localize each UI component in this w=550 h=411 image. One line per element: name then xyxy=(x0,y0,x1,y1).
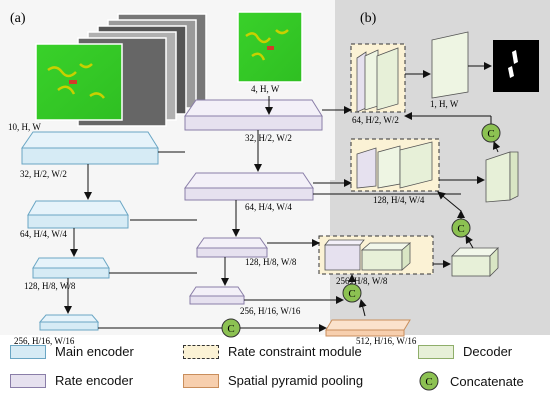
legend-item-rate-constraint: Rate constraint module xyxy=(183,344,362,359)
legend-swatch-main-encoder xyxy=(10,344,46,359)
input-stack-label: 10, H, W xyxy=(8,122,41,132)
single-input-label: 4, H, W xyxy=(251,84,280,94)
legend-label-main-encoder: Main encoder xyxy=(55,344,134,359)
legend-item-spp: Spatial pyramid pooling xyxy=(183,373,363,388)
hotspot-marker xyxy=(69,80,77,84)
panel-b-label: (b) xyxy=(360,11,377,26)
spp-label: 512, H/16, W/16 xyxy=(356,336,417,346)
decoder-block-low xyxy=(451,247,499,277)
panel-a-label: (a) xyxy=(10,11,26,26)
legend-item-main-encoder: Main encoder xyxy=(10,344,134,359)
decoder-label-1: 256, H/8, W/8 xyxy=(336,276,388,286)
legend-item-rate-encoder: Rate encoder xyxy=(10,373,133,388)
rcm2-layers xyxy=(356,141,433,189)
rate-encoder-label-1: 32, H/2, W/2 xyxy=(245,133,292,143)
legend-label-decoder: Decoder xyxy=(463,344,513,359)
single-input-image xyxy=(237,11,303,83)
legend-swatch-decoder xyxy=(418,344,454,359)
rcm1-layers xyxy=(356,47,399,113)
rate-encoder-label-4: 256, H/16, W/16 xyxy=(240,306,301,316)
concat-glyph-4: C xyxy=(227,323,234,335)
concat-glyph-2: C xyxy=(457,223,464,235)
main-encoder-block-1 xyxy=(21,131,159,165)
main-encoder-label-2: 64, H/4, W/4 xyxy=(20,229,67,239)
concat-node-1: C xyxy=(481,123,501,143)
connection-arrows xyxy=(64,62,501,332)
legend-swatch-rate-encoder xyxy=(10,373,46,388)
decoder-block-output xyxy=(431,31,469,99)
decoder-label-3: 64, H/2, W/2 xyxy=(352,115,399,125)
decoder-label-2: 128, H/4, W/4 xyxy=(373,195,425,205)
main-encoder-label-1: 32, H/2, W/2 xyxy=(20,169,67,179)
input-frame-front xyxy=(35,43,123,121)
main-encoder-block-3 xyxy=(32,257,110,279)
legend-label-rate-constraint: Rate constraint module xyxy=(228,344,362,359)
rate-encoder-block-1 xyxy=(184,99,323,131)
legend-swatch-spp xyxy=(183,373,219,388)
rate-encoder-block-2 xyxy=(184,172,314,201)
concat-node-3: C xyxy=(342,283,362,303)
legend: Main encoder Rate constraint module Deco… xyxy=(0,335,550,406)
spp-block xyxy=(325,319,411,337)
rate-encoder-block-4 xyxy=(189,286,245,305)
rate-encoder-block-3 xyxy=(196,237,268,258)
input-image-stack xyxy=(35,13,207,127)
legend-item-decoder: Decoder xyxy=(418,344,512,359)
legend-item-concatenate: C Concatenate xyxy=(418,371,524,391)
decoder-block-middle xyxy=(485,151,519,203)
main-encoder-block-2 xyxy=(27,200,129,229)
main-encoder-label-4: 256, H/16, W/16 xyxy=(14,336,75,346)
rcm3-layers xyxy=(324,239,412,271)
legend-swatch-rate-constraint xyxy=(183,344,219,359)
legend-label-spp: Spatial pyramid pooling xyxy=(228,373,364,388)
rate-encoder-label-2: 64, H/4, W/4 xyxy=(245,202,292,212)
concat-glyph-3: C xyxy=(348,288,355,300)
output-mask xyxy=(493,40,539,92)
concat-glyph-1: C xyxy=(487,128,494,140)
concat-node-2: C xyxy=(451,218,471,238)
legend-label-rate-encoder: Rate encoder xyxy=(55,373,134,388)
main-encoder-block-4 xyxy=(38,314,100,331)
rate-encoder-label-3: 128, H/8, W/8 xyxy=(245,257,297,267)
svg-text:C: C xyxy=(425,376,432,388)
legend-concat-icon: C xyxy=(419,371,439,391)
decoder-label-4: 1, H, W xyxy=(430,99,459,109)
main-encoder-label-3: 128, H/8, W/8 xyxy=(24,281,76,291)
legend-label-concatenate: Concatenate xyxy=(450,373,524,389)
